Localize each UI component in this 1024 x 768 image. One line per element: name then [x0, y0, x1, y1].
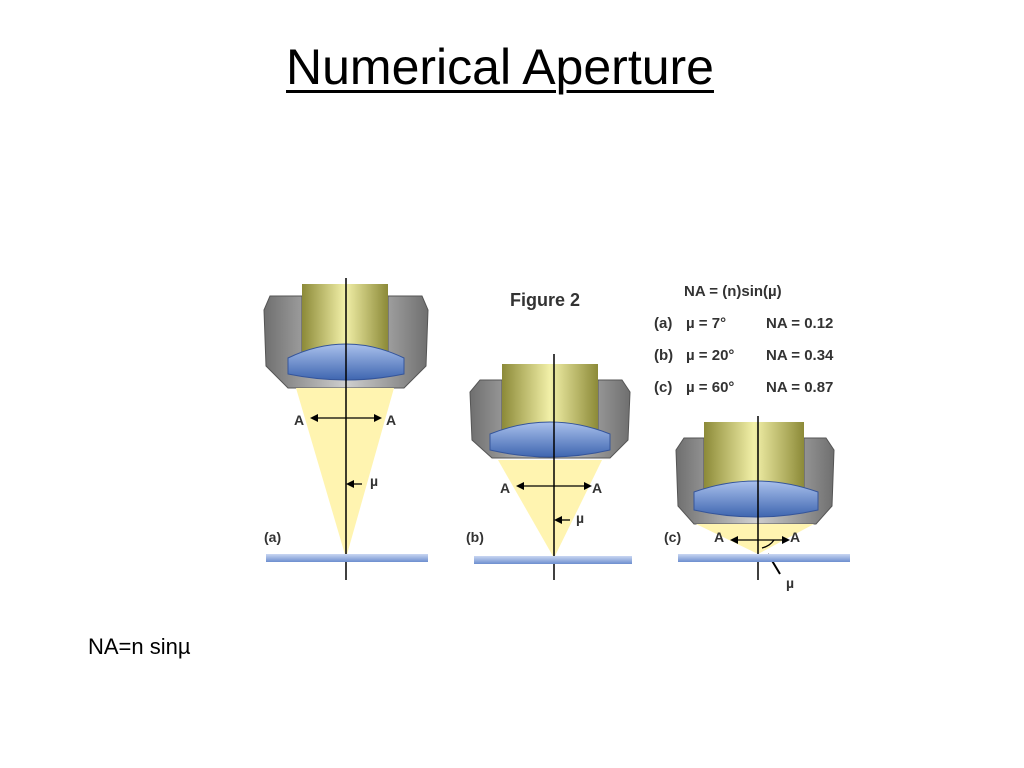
row-c-na: NA = 0.87 — [766, 379, 833, 396]
aperture-label-right-b: A — [592, 480, 602, 496]
lens-b — [489, 421, 611, 458]
specimen-slide-b — [474, 556, 632, 564]
na-formula: NA=n sinµ — [88, 634, 191, 659]
panel-c: A A µ (c) — [664, 416, 850, 591]
arrowhead-left-a — [310, 414, 318, 422]
aperture-label-left-a: A — [294, 412, 304, 428]
slide-title: Numerical Aperture — [0, 38, 1000, 96]
panel-a: A A µ (a) — [263, 278, 429, 580]
panel-label-b: (b) — [466, 529, 484, 545]
panel-label-c: (c) — [664, 529, 681, 545]
row-b-na: NA = 0.34 — [766, 347, 834, 364]
angle-arrowhead-a — [346, 480, 354, 488]
row-c-mu: µ = 60° — [686, 379, 734, 396]
panel-label-a: (a) — [264, 529, 281, 545]
specimen-slide-c — [678, 554, 850, 562]
row-b-mu: µ = 20° — [686, 347, 734, 364]
figure-diagram: A A µ (a) A A µ (b) — [263, 278, 850, 591]
row-a-mu: µ = 7° — [686, 315, 726, 332]
arrowhead-right-b — [584, 482, 592, 490]
angle-label-b: µ — [576, 510, 584, 526]
arrowhead-left-c — [730, 536, 738, 544]
figure-caption: Figure 2 — [510, 290, 580, 310]
aperture-label-left-b: A — [500, 480, 510, 496]
aperture-label-left-c: A — [714, 529, 724, 545]
angle-label-c: µ — [786, 575, 794, 591]
light-cone-c — [696, 524, 814, 554]
row-a-label: (a) — [654, 315, 672, 332]
angle-arc-c — [761, 539, 775, 549]
na-values-table: (a) µ = 7° NA = 0.12 (b) µ = 20° NA = 0.… — [654, 315, 834, 396]
aperture-label-right-a: A — [386, 412, 396, 428]
light-cone-b — [498, 460, 602, 558]
arrowhead-right-a — [374, 414, 382, 422]
arrowhead-right-c — [782, 536, 790, 544]
angle-label-a: µ — [370, 473, 378, 489]
arrowhead-left-b — [516, 482, 524, 490]
light-cone-a — [296, 388, 394, 558]
numerical-aperture-figure: A A µ (a) A A µ (b) — [258, 270, 854, 600]
aperture-label-right-c: A — [790, 529, 800, 545]
row-b-label: (b) — [654, 347, 673, 364]
specimen-slide-a — [266, 554, 428, 562]
panel-b: A A µ (b) — [466, 354, 632, 580]
row-c-label: (c) — [654, 379, 672, 396]
na-equation: NA = (n)sin(µ) — [684, 283, 782, 300]
lens-c — [693, 480, 819, 518]
angle-arrowhead-b — [554, 516, 562, 524]
row-a-na: NA = 0.12 — [766, 315, 833, 332]
slide-title-text: Numerical Aperture — [286, 39, 714, 95]
